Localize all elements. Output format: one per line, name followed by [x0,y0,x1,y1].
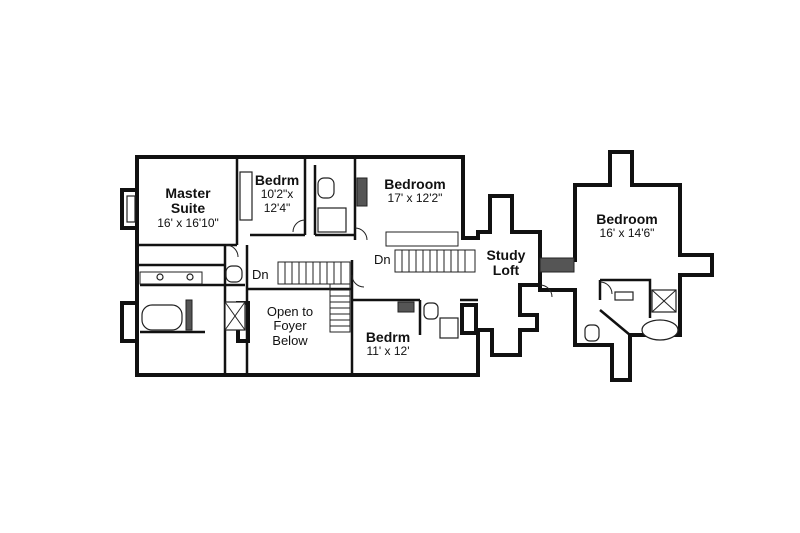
right-toilet [584,324,600,342]
room-bedrm-2: Bedrm 11' x 12' [358,329,418,359]
room-bedrm-2-name: Bedrm [365,329,411,345]
hall-bath-shower [317,207,347,233]
stairs-down-label-left: Dn [252,267,269,282]
tub-wall [185,299,193,331]
right-wing-outer-wall [538,150,714,382]
room-study-loft-name-1: Study [486,247,526,263]
bedrm2-bump [460,303,478,335]
stairs-down-label-center: Dn [374,252,391,267]
room-study-loft-name-2: Loft [492,262,520,279]
room-open-foyer-line-2: Foyer [273,318,307,334]
chimney [356,177,368,207]
closet-shelf [239,171,253,221]
fireplace-hearth [126,195,136,223]
sink-left [156,273,164,281]
room-bedroom-right: Bedroom 16' x 14'6" [582,211,672,241]
room-bedroom-right-dims: 16' x 14'6" [599,226,655,241]
door-swings [225,219,613,298]
connector-ramp [539,257,575,273]
room-bedrm-1-dims-1: 10'2"x [260,187,294,202]
master-toilet [225,265,243,283]
right-bath-walls [598,278,652,336]
room-study-loft: Study Loft [480,247,532,279]
room-bedrm-1-dims-2: 12'4" [263,200,291,215]
room-bedrm-2-dims: 11' x 12' [366,344,410,359]
bay-window-left [120,301,139,343]
vanity-top [139,271,203,285]
room-open-foyer-line-3: Below [272,332,308,348]
main-stairs [277,261,351,333]
right-vanity [614,291,634,301]
room-bedrm-1-name: Bedrm [254,172,300,188]
room-open-foyer-line-1: Open to [266,304,314,319]
bedrm2-shower [439,317,459,339]
sink-right [186,273,194,281]
hall-bath-toilet [317,177,335,199]
room-master-suite-dims: 16' x 16'10" [157,215,219,230]
room-master-suite-name-1: Master [165,185,211,201]
room-bedroom-center-name: Bedroom [384,176,446,192]
room-bedrm-1: Bedrm 10'2"x 12'4" [252,172,302,215]
room-bedroom-center-dims: 17' x 12'2" [387,191,443,206]
bedrm2-duct [397,301,415,313]
right-bathtub [641,319,679,341]
master-bathtub [141,304,183,331]
room-master-suite-name-2: Suite [170,200,206,217]
room-open-foyer: Open to Foyer Below [252,304,328,348]
main-house-outer-wall [135,155,542,377]
center-stairs [385,231,476,273]
room-bedroom-center: Bedroom 17' x 12'2" [370,176,460,206]
room-bedroom-right-name: Bedroom [596,211,658,227]
room-master-suite: Master Suite 16' x 16'10" [140,185,236,230]
bedrm2-toilet [423,302,439,320]
fireplace-bump [120,188,139,230]
